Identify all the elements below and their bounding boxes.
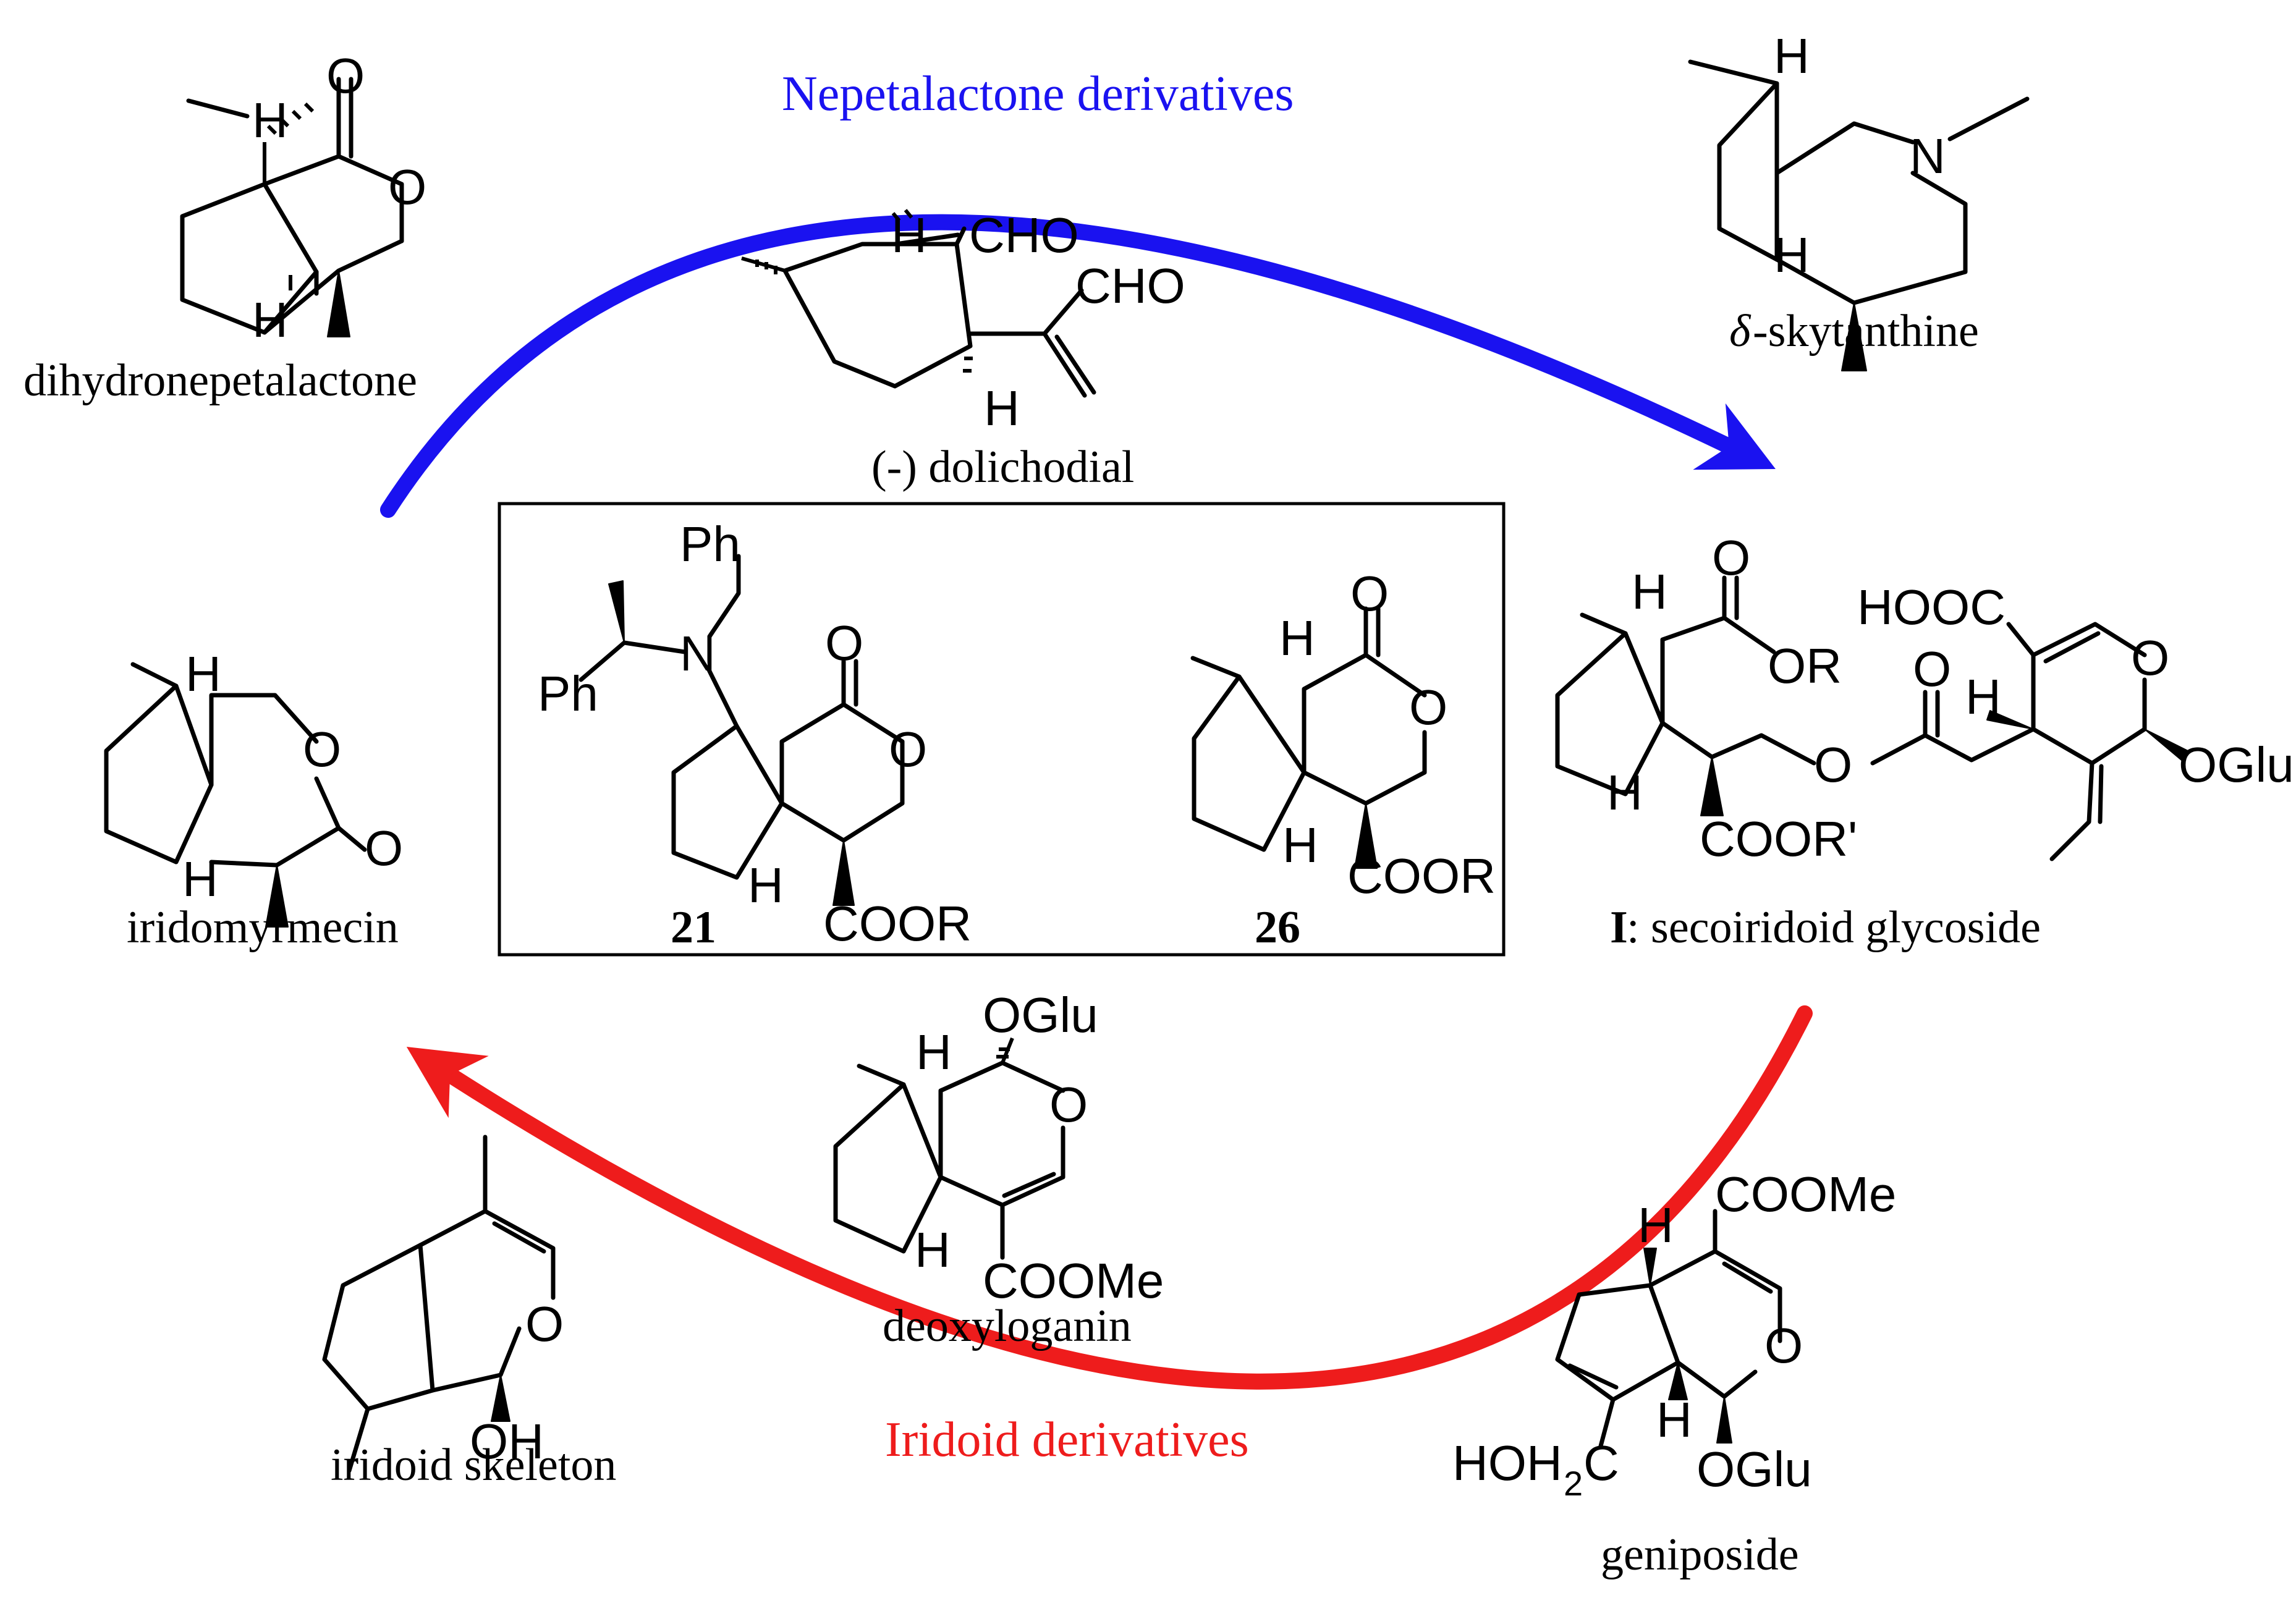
structure-26: H O O H COOR 26: [1190, 566, 1496, 953]
name-iridomyrmecin: iridomyrmecin: [127, 902, 399, 953]
structure-iridomyrmecin: H O O H iridomyrmecin: [104, 646, 403, 953]
atom-hoh2c-geni-sub: 2: [1564, 1464, 1583, 1503]
atom-ph-21-top: Ph: [680, 517, 740, 572]
atom-o-21-ring: O: [889, 722, 927, 777]
name-geniposide: geniposide: [1601, 1529, 1799, 1580]
atom-ph-21-left: Ph: [538, 666, 598, 721]
name-compound-21: 21: [671, 902, 716, 953]
name-secoiridoid-prefix: I: [1610, 902, 1628, 953]
name-deoxyloganin: deoxyloganin: [883, 1301, 1132, 1351]
atom-oglu-seco: OGlu: [2179, 737, 2294, 792]
structure-dolichodial: H CHO CHO H (-) dolichodial: [741, 208, 1185, 493]
key-intermediates-box: [498, 502, 1506, 957]
name-iridoid-skeleton: iridoid skeleton: [331, 1440, 616, 1490]
name-dolichodial: (-) dolichodial: [871, 442, 1134, 493]
structure-geniposide: H COOMe O H HOH 2 C OGlu geniposide: [1452, 1167, 1896, 1580]
atom-or-seco: OR: [1768, 638, 1842, 693]
atom-h-iri-bottom: H: [182, 852, 218, 907]
atom-o-seco-carbonyl1: O: [1712, 530, 1750, 585]
atom-h-deoxy-bottom: H: [915, 1222, 951, 1277]
atom-h-bottom: H: [252, 292, 288, 347]
structure-iridoid-skeleton: O OH iridoid skeleton: [322, 1135, 616, 1490]
atom-coome-geni: COOMe: [1715, 1167, 1896, 1222]
atom-coor-26: COOR: [1347, 848, 1496, 903]
atom-h-seco-bottom: H: [1607, 765, 1643, 820]
name-dihydronepetalactone: dihydronepetalactone: [23, 355, 417, 406]
atom-h-26-top: H: [1279, 611, 1315, 666]
atom-o-seco-ester: O: [1814, 737, 1852, 792]
atom-h-top: H: [252, 93, 288, 148]
atom-h-26-bottom: H: [1282, 818, 1318, 873]
structure-21: Ph N Ph O O H COOR 21: [538, 517, 972, 953]
structure-deoxyloganin: OGlu H O H COOMe deoxyloganin: [833, 987, 1164, 1351]
atom-cho-1: CHO: [969, 208, 1079, 263]
nepetalactone-route-arrow: [380, 214, 1776, 518]
atom-h-iri-top: H: [185, 646, 221, 701]
name-skytanthine-prefix: δ: [1729, 306, 1752, 357]
atom-h-geni-bottom: H: [1656, 1392, 1692, 1447]
atom-coorp-seco: COOR': [1700, 811, 1857, 866]
atom-n-21: N: [680, 626, 716, 681]
atom-o-21-carbonyl: O: [825, 615, 863, 670]
atom-o-iri-carbonyl: O: [365, 821, 403, 876]
atom-o-26-ring: O: [1409, 680, 1447, 735]
atom-h-geni-top: H: [1638, 1198, 1674, 1253]
structure-dihydronepetalactone: O O H H dihydronepetalactone: [23, 48, 426, 406]
atom-coor-21: COOR: [823, 896, 972, 951]
atom-h-deoxy-top: H: [916, 1025, 952, 1080]
atom-hoh2c-geni-c: C: [1583, 1435, 1619, 1490]
iridoid-route-arrow: [406, 1005, 1813, 1390]
atom-n-sky: N: [1910, 129, 1946, 184]
atom-o-skel-ring: O: [525, 1296, 564, 1351]
atom-o-carbonyl: O: [326, 48, 365, 103]
atom-h-sky-bottom: H: [1774, 227, 1810, 282]
atom-o-seco-carbonyl2: O: [1913, 641, 1951, 696]
atom-o-26-carbonyl: O: [1350, 566, 1389, 621]
iridoid-route-label: Iridoid derivatives: [885, 1413, 1249, 1467]
atom-h-sky-top: H: [1774, 28, 1810, 83]
nepetalactone-route-label: Nepetalactone derivatives: [782, 67, 1294, 121]
atom-h-dolicho-bottom: H: [984, 381, 1020, 436]
atom-cho-2: CHO: [1075, 258, 1185, 313]
name-secoiridoid: : secoiridoid glycoside: [1627, 902, 2041, 953]
atom-hoh2c-geni-a: HOH: [1452, 1435, 1562, 1490]
name-skytanthine: -skytanthine: [1753, 306, 1979, 357]
atom-oh-skel: OH: [470, 1414, 544, 1469]
structure-secoiridoid: H O OR H COOR' O O HOOC H O OGlu I : sec…: [1555, 530, 2294, 953]
atom-h-21: H: [748, 858, 784, 913]
atom-o-deoxy-ring: O: [1049, 1077, 1088, 1132]
atom-o-ring: O: [388, 159, 426, 214]
atom-coome-deoxy: COOMe: [983, 1253, 1164, 1308]
atom-oglu-geni: OGlu: [1697, 1442, 1812, 1497]
structure-skytanthine: H N H δ -skytanthine: [1688, 28, 2030, 371]
atom-hooc-seco: HOOC: [1857, 580, 2006, 635]
atom-o-iri-ring: O: [303, 722, 341, 777]
atom-oglu-deoxy: OGlu: [983, 987, 1098, 1042]
name-compound-26: 26: [1255, 902, 1300, 953]
atom-h-seco-right: H: [1965, 669, 2001, 724]
atom-o-geni-ring: O: [1764, 1318, 1803, 1373]
atom-o-seco-ring: O: [2131, 630, 2169, 685]
atom-h-seco-top: H: [1632, 564, 1667, 619]
atom-h-dolicho-top: H: [891, 208, 927, 263]
